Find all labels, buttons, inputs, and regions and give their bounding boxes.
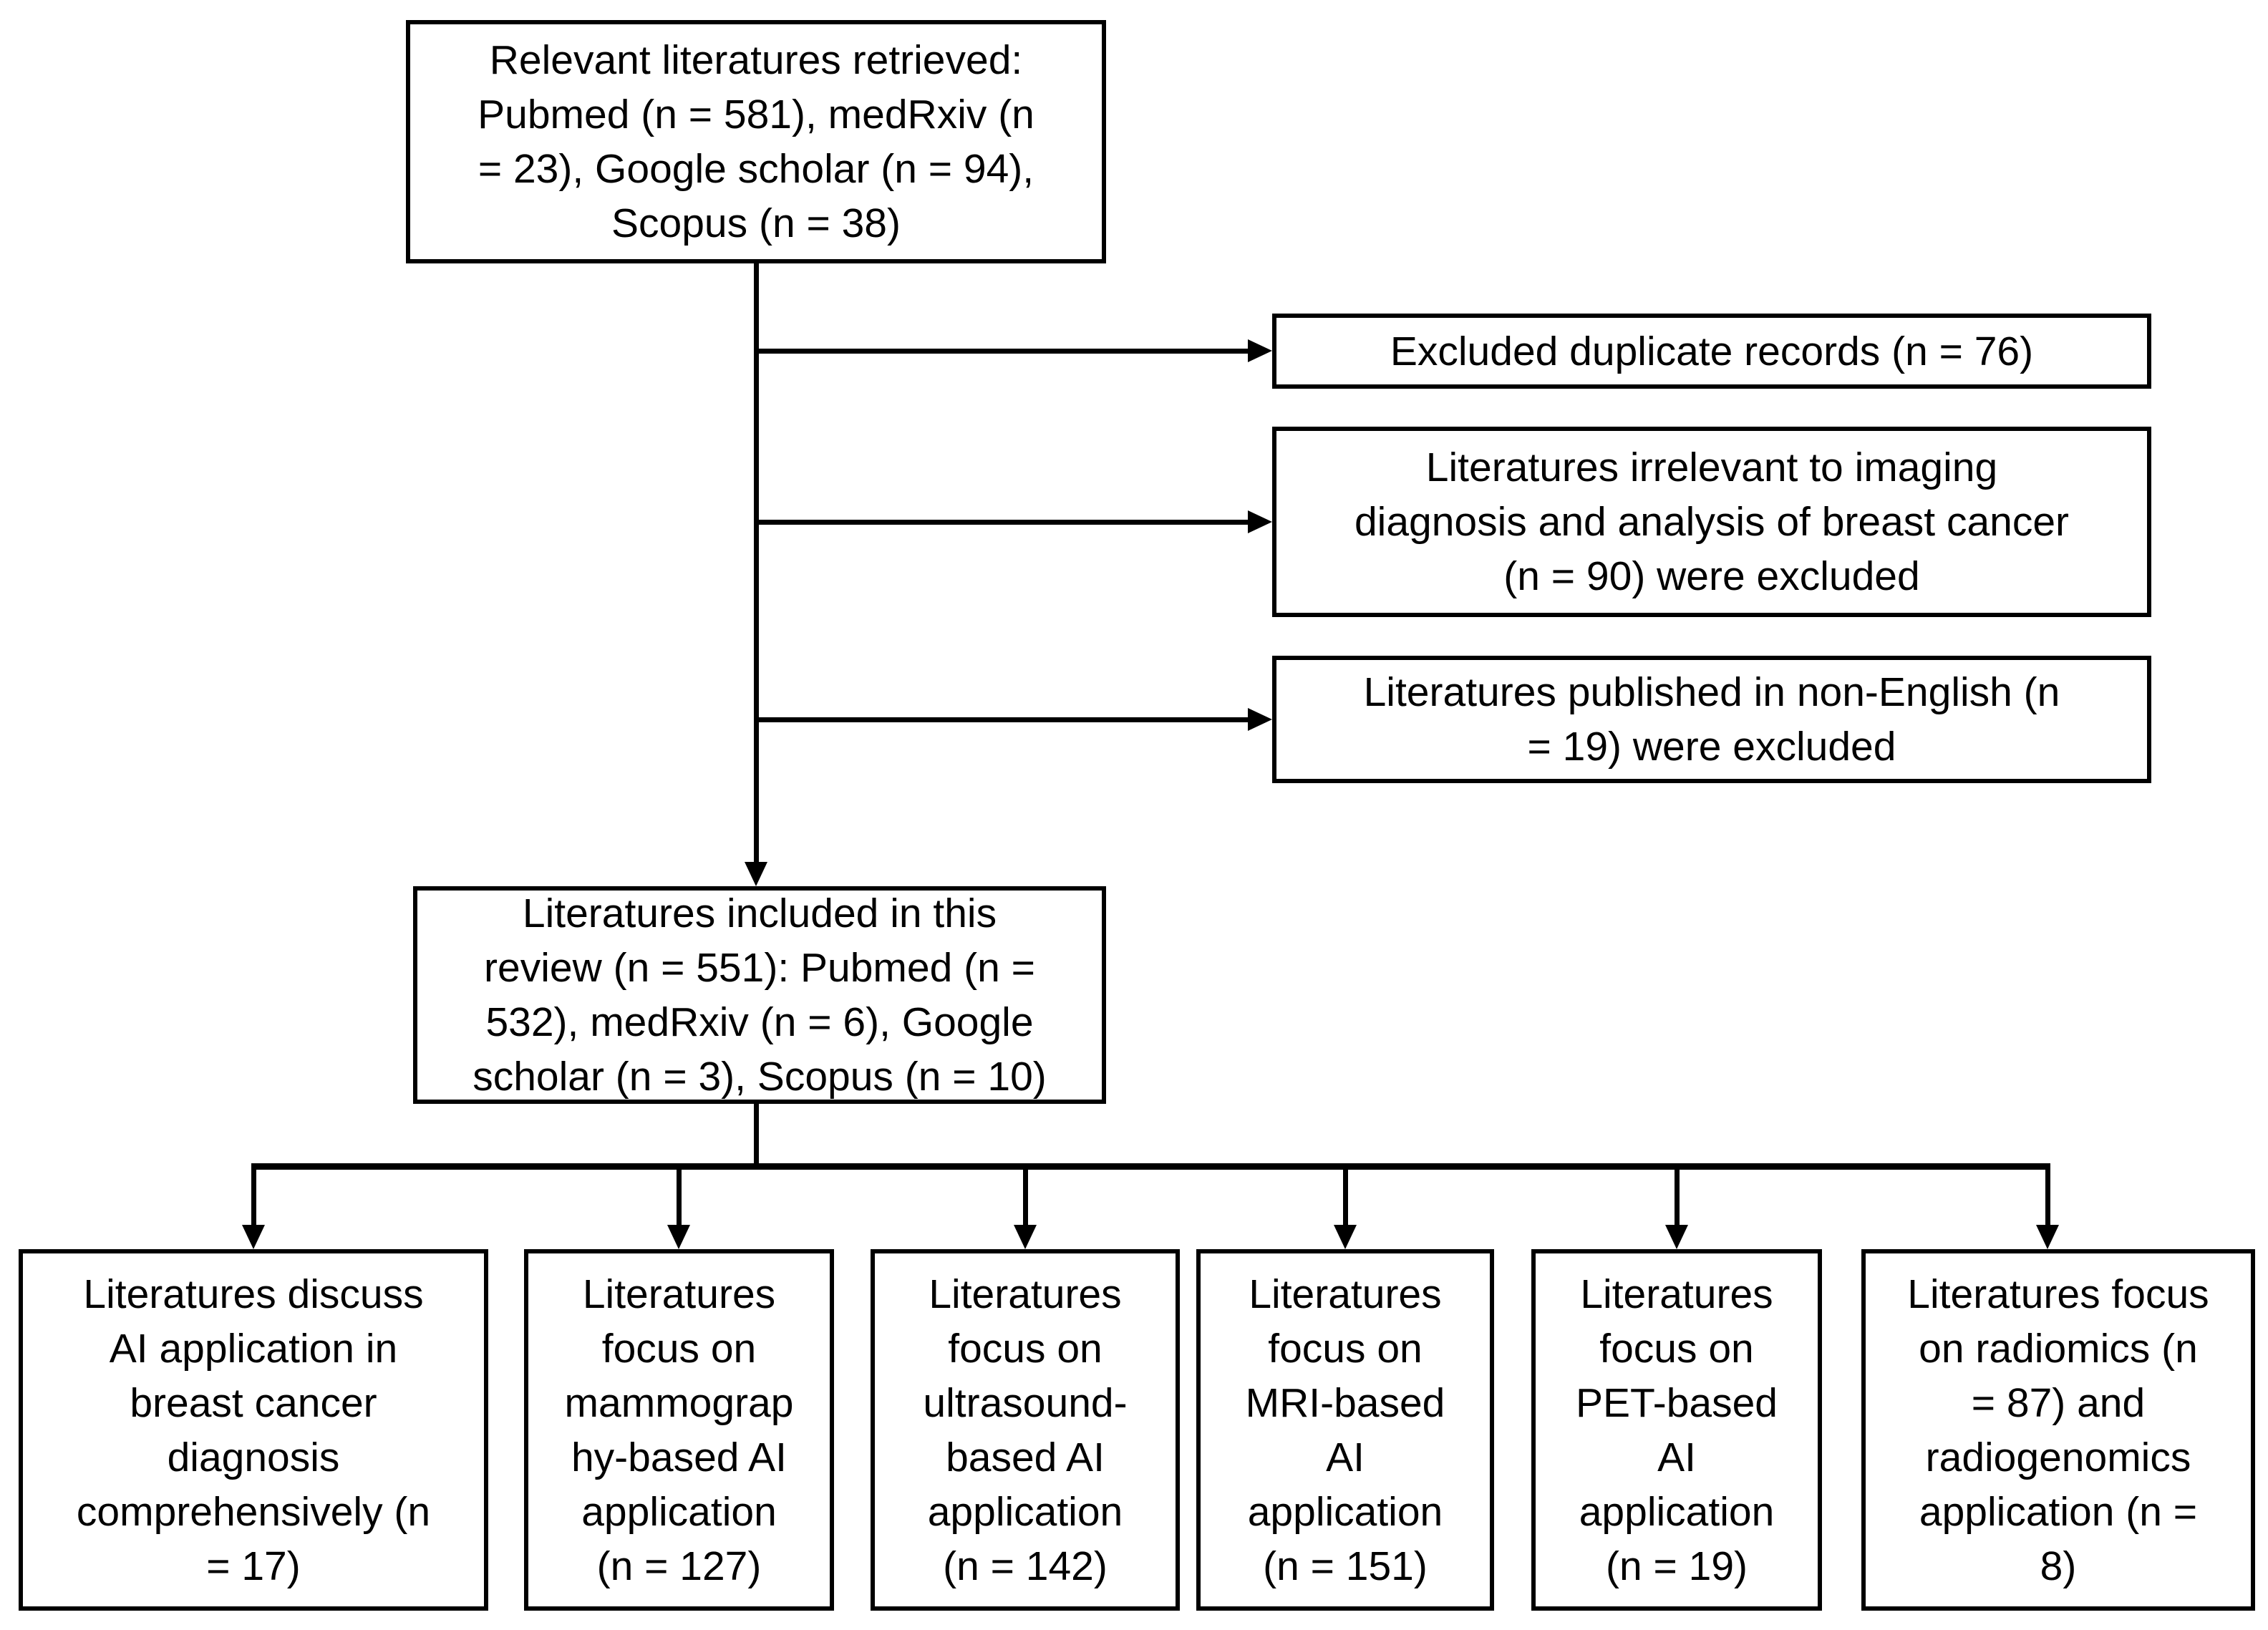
- connector-drop-mri: [1343, 1166, 1348, 1226]
- box-excluded-duplicates-label: Excluded duplicate records (n = 76): [1390, 328, 2034, 374]
- box-category-pet: Literatures focus on PET-based AI applic…: [1531, 1249, 1822, 1611]
- box-category-radiomics: Literatures focus on radiomics (n = 87) …: [1861, 1249, 2255, 1611]
- box-category-comprehensive-label: Literatures discuss AI application in br…: [76, 1271, 431, 1589]
- box-category-pet-label: Literatures focus on PET-based AI applic…: [1576, 1271, 1778, 1589]
- box-category-mammography: Literatures focus on mammograp hy-based …: [524, 1249, 834, 1611]
- box-category-ultrasound: Literatures focus on ultrasound- based A…: [871, 1249, 1180, 1611]
- connector-branch-irrelevant: [756, 520, 1249, 525]
- box-category-mri-label: Literatures focus on MRI-based AI applic…: [1245, 1271, 1445, 1589]
- box-category-mri: Literatures focus on MRI-based AI applic…: [1196, 1249, 1494, 1611]
- box-category-comprehensive: Literatures discuss AI application in br…: [19, 1249, 488, 1611]
- connector-drop-ultrasound: [1023, 1166, 1028, 1226]
- box-category-mammography-label: Literatures focus on mammograp hy-based …: [564, 1271, 794, 1589]
- arrowhead-into-radiomics: [2036, 1225, 2059, 1249]
- arrowhead-into-pet: [1665, 1225, 1688, 1249]
- box-included: Literatures included in this review (n =…: [413, 886, 1106, 1104]
- box-excluded-irrelevant-label: Literatures irrelevant to imaging diagno…: [1354, 445, 2070, 599]
- box-retrieved-label: Relevant literatures retrieved: Pubmed (…: [478, 37, 1034, 246]
- arrowhead-into-ultrasound: [1014, 1225, 1037, 1249]
- box-category-ultrasound-label: Literatures focus on ultrasound- based A…: [923, 1271, 1128, 1589]
- arrowhead-into-included: [745, 862, 767, 886]
- arrowhead-into-duplicates: [1248, 339, 1272, 362]
- connector-drop-mammography: [677, 1166, 682, 1226]
- connector-drop-comprehensive: [251, 1166, 256, 1226]
- box-excluded-non-english-label: Literatures published in non-English (n …: [1363, 669, 2060, 770]
- connector-drop-radiomics: [2045, 1166, 2050, 1226]
- box-excluded-non-english: Literatures published in non-English (n …: [1272, 656, 2151, 783]
- connector-stem-bottom: [754, 1104, 759, 1170]
- connector-drop-pet: [1675, 1166, 1680, 1226]
- connector-stem-top: [754, 263, 759, 862]
- arrowhead-into-irrelevant: [1248, 510, 1272, 533]
- box-category-radiomics-label: Literatures focus on radiomics (n = 87) …: [1907, 1271, 2209, 1589]
- arrowhead-into-non-english: [1248, 708, 1272, 731]
- connector-branch-non-english: [756, 717, 1249, 722]
- arrowhead-into-comprehensive: [242, 1225, 265, 1249]
- box-included-label: Literatures included in this review (n =…: [472, 891, 1047, 1100]
- box-excluded-irrelevant: Literatures irrelevant to imaging diagno…: [1272, 427, 2151, 617]
- arrowhead-into-mri: [1334, 1225, 1357, 1249]
- box-excluded-duplicates: Excluded duplicate records (n = 76): [1272, 314, 2151, 389]
- box-retrieved: Relevant literatures retrieved: Pubmed (…: [406, 20, 1106, 263]
- connector-distribution-rail: [251, 1163, 2050, 1170]
- connector-branch-duplicates: [756, 349, 1249, 354]
- arrowhead-into-mammography: [667, 1225, 690, 1249]
